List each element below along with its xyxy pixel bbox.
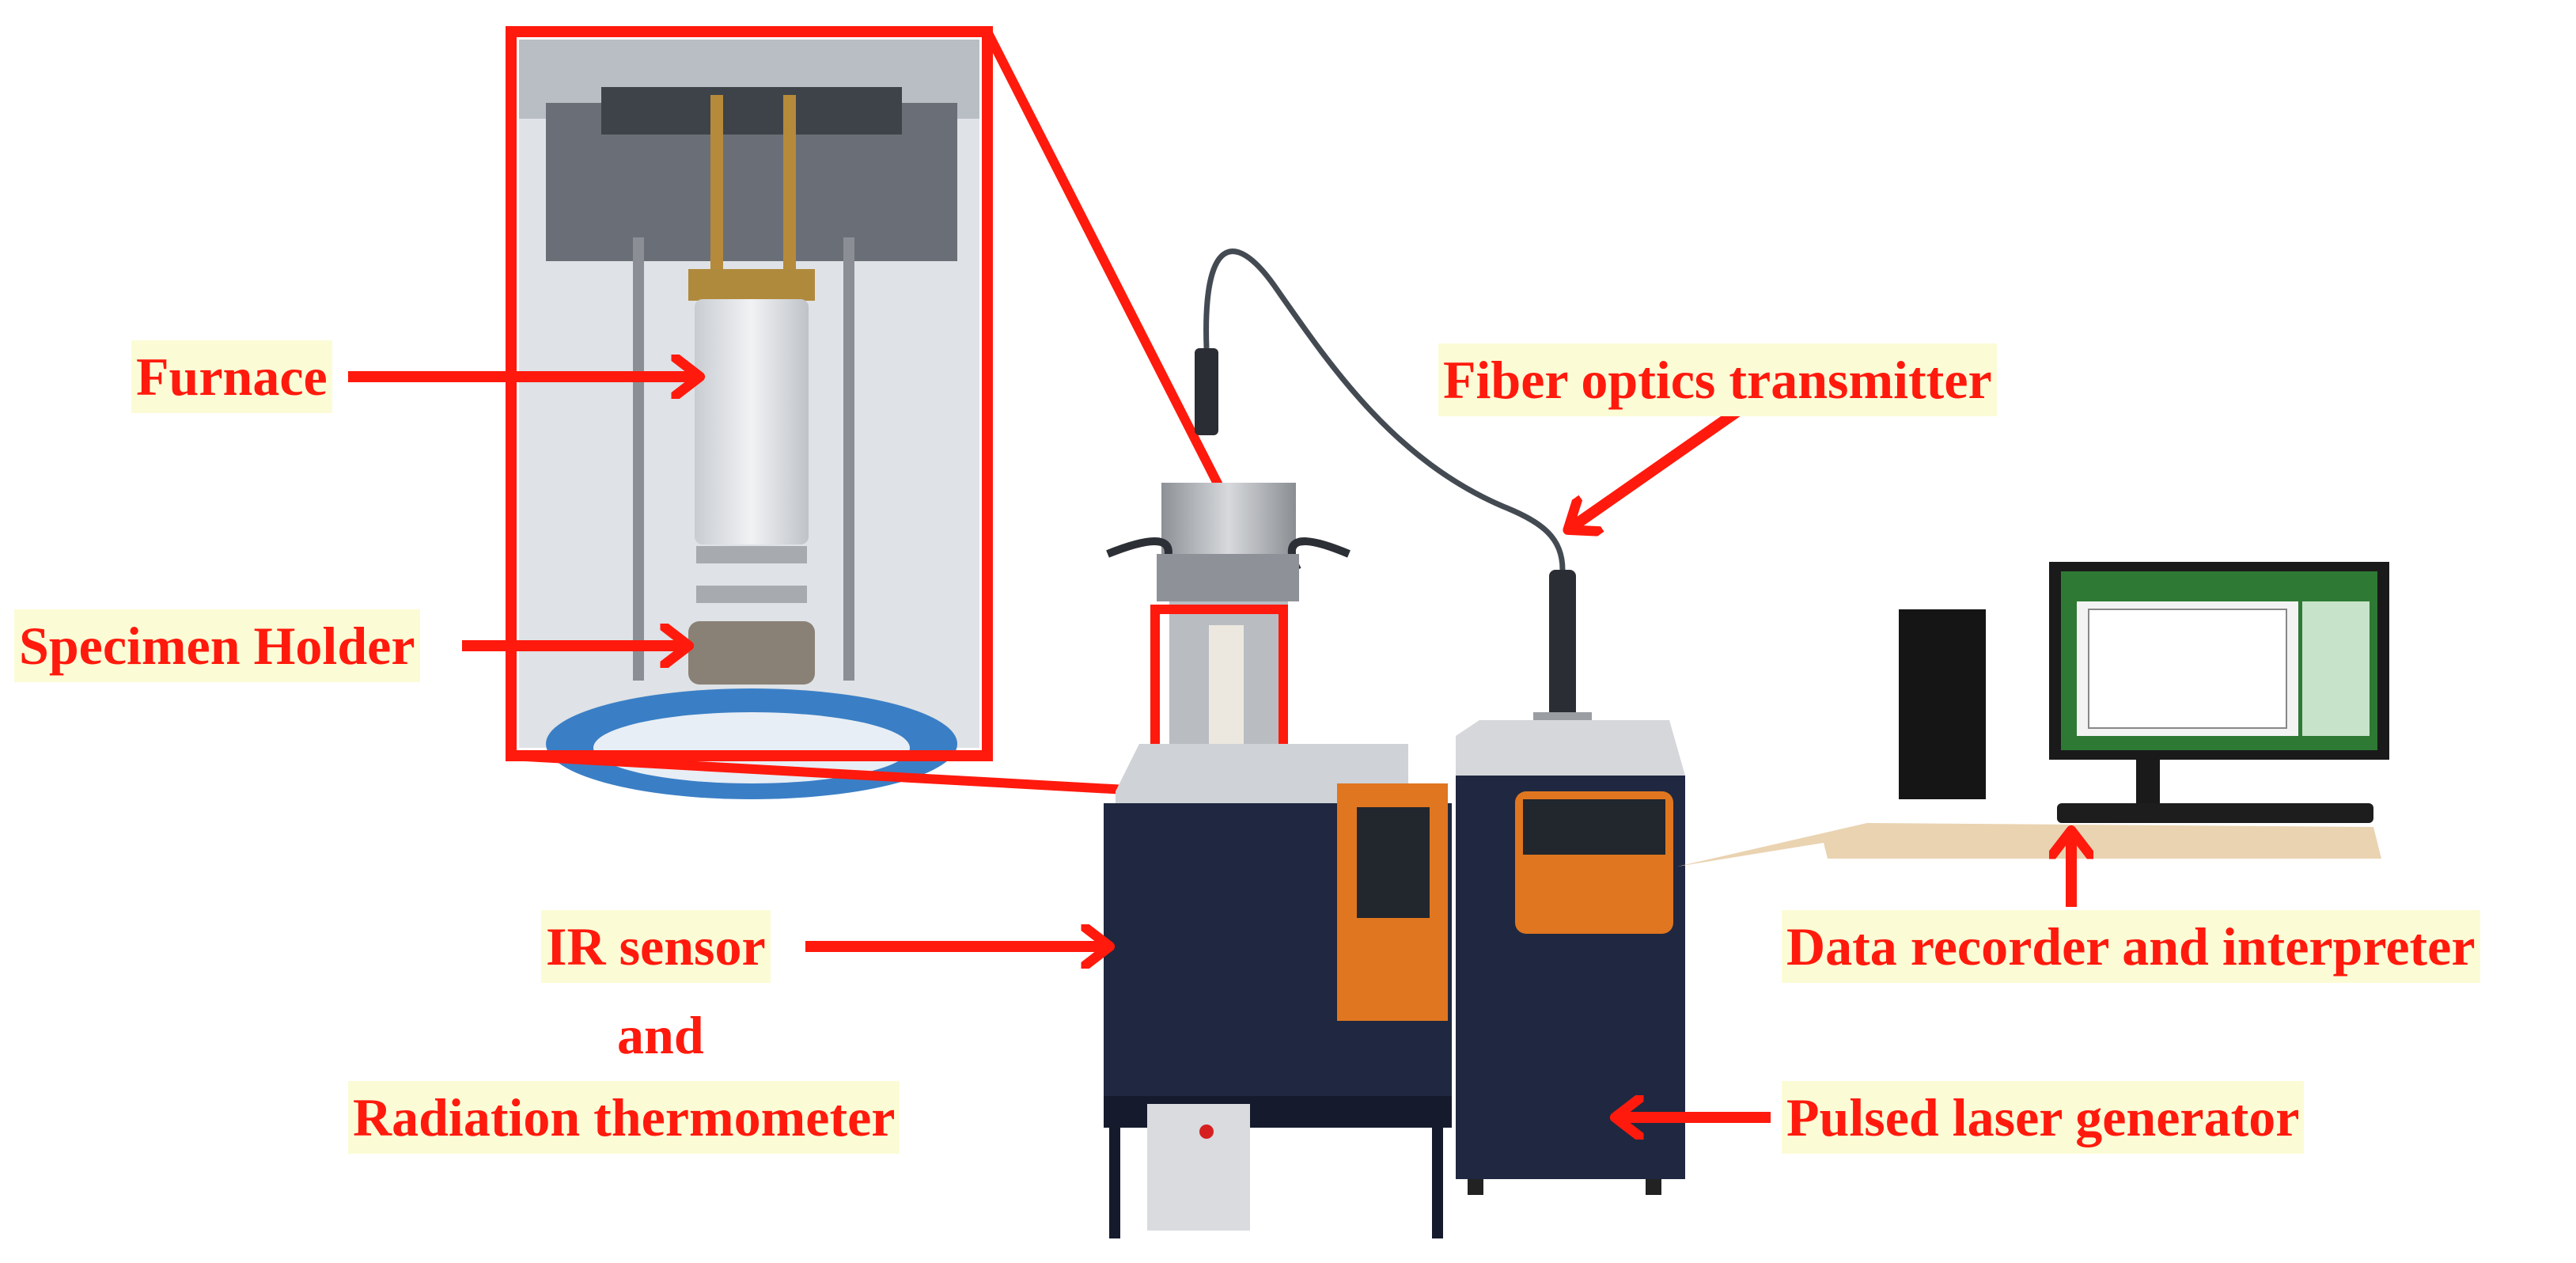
specimen-holder-label: Specimen Holder xyxy=(14,609,420,682)
fiber-probe-laser xyxy=(1549,570,1576,720)
ir-sensor-label: IR sensor xyxy=(541,910,771,983)
fiber-connector-top xyxy=(1195,348,1218,435)
fiber-optic-cable xyxy=(1203,248,1566,571)
fiber-optics-label: Fiber optics transmitter xyxy=(1438,343,1997,416)
laser-generator-cabinet xyxy=(1456,720,1685,1195)
zoom-line-bottom xyxy=(510,751,1156,796)
and-label: and xyxy=(617,1005,704,1065)
pulsed-laser-label: Pulsed laser generator xyxy=(1782,1081,2305,1154)
computer-station xyxy=(1677,562,2389,867)
furnace-column xyxy=(1106,483,1351,752)
inset-frame xyxy=(506,26,993,761)
furnace-inset-photo xyxy=(519,40,979,799)
data-recorder-label: Data recorder and interpreter xyxy=(1782,910,2480,983)
arrow-fiber-optics xyxy=(1570,407,1741,529)
measuring-cabinet xyxy=(1104,744,1452,1238)
furnace-label: Furnace xyxy=(131,340,332,413)
radiation-thermometer-label: Radiation thermometer xyxy=(348,1081,900,1154)
